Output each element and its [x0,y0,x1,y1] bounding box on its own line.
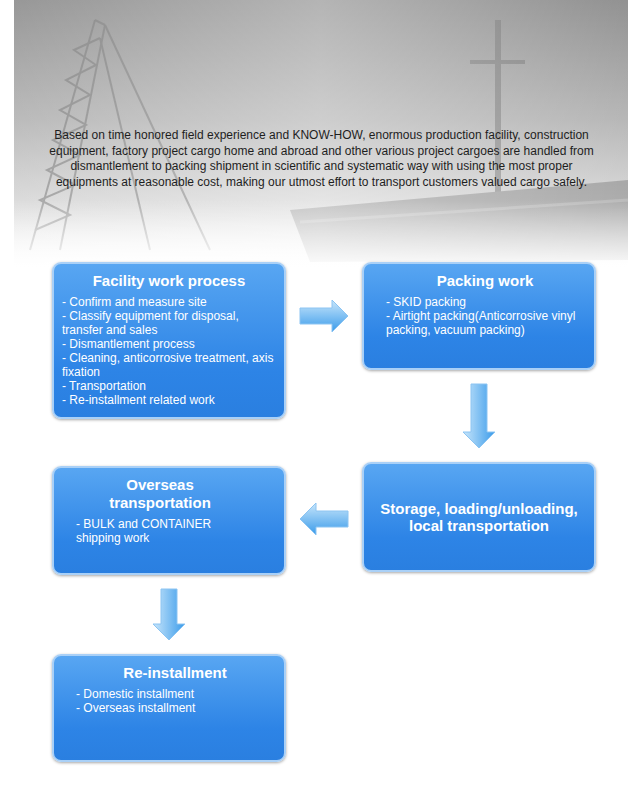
process-box: Packing work - SKID packing- Airtight pac… [362,262,596,370]
box-list-item: - Overseas installment [76,701,274,715]
box-heading: Facility work process [62,272,276,290]
box-heading: Overseas transportation [76,476,244,512]
process-box: Storage, loading/unloading, local transp… [362,462,596,572]
box-list-item: - Transportation [62,379,276,393]
flow-arrow [153,589,185,640]
flow-arrow [300,300,348,332]
box-list-item: - Cleaning, anticorrosive treatment, axi… [62,351,276,379]
process-box: Facility work process - Confirm and measu… [52,262,286,419]
box-list-item: - Re-installment related work [62,393,276,407]
box-list-item: - SKID packing [386,295,584,309]
flow-arrow [300,503,348,535]
box-list-item: - BULK and CONTAINER shipping work [76,517,244,545]
box-heading: Storage, loading/unloading, local transp… [374,500,584,534]
box-heading: Packing work [386,272,584,290]
box-list-item: - Classify equipment for disposal, trans… [62,309,276,337]
box-list-item: - Airtight packing(Anticorrosive vinyl p… [386,309,584,337]
intro-text: Based on time honored field experience a… [38,128,605,190]
box-list-item: - Domestic installment [76,687,274,701]
box-heading: Re-installment [76,664,274,682]
text-holder: Storage, loading/unloading, local transp… [374,500,584,534]
process-box: Re-installment - Domestic installment- Ov… [52,654,286,762]
box-list-item: - Confirm and measure site [62,295,276,309]
box-list-item: - Dismantlement process [62,337,276,351]
process-box: Overseas transportation - BULK and CONTAI… [52,466,286,575]
flow-arrow [463,384,495,448]
